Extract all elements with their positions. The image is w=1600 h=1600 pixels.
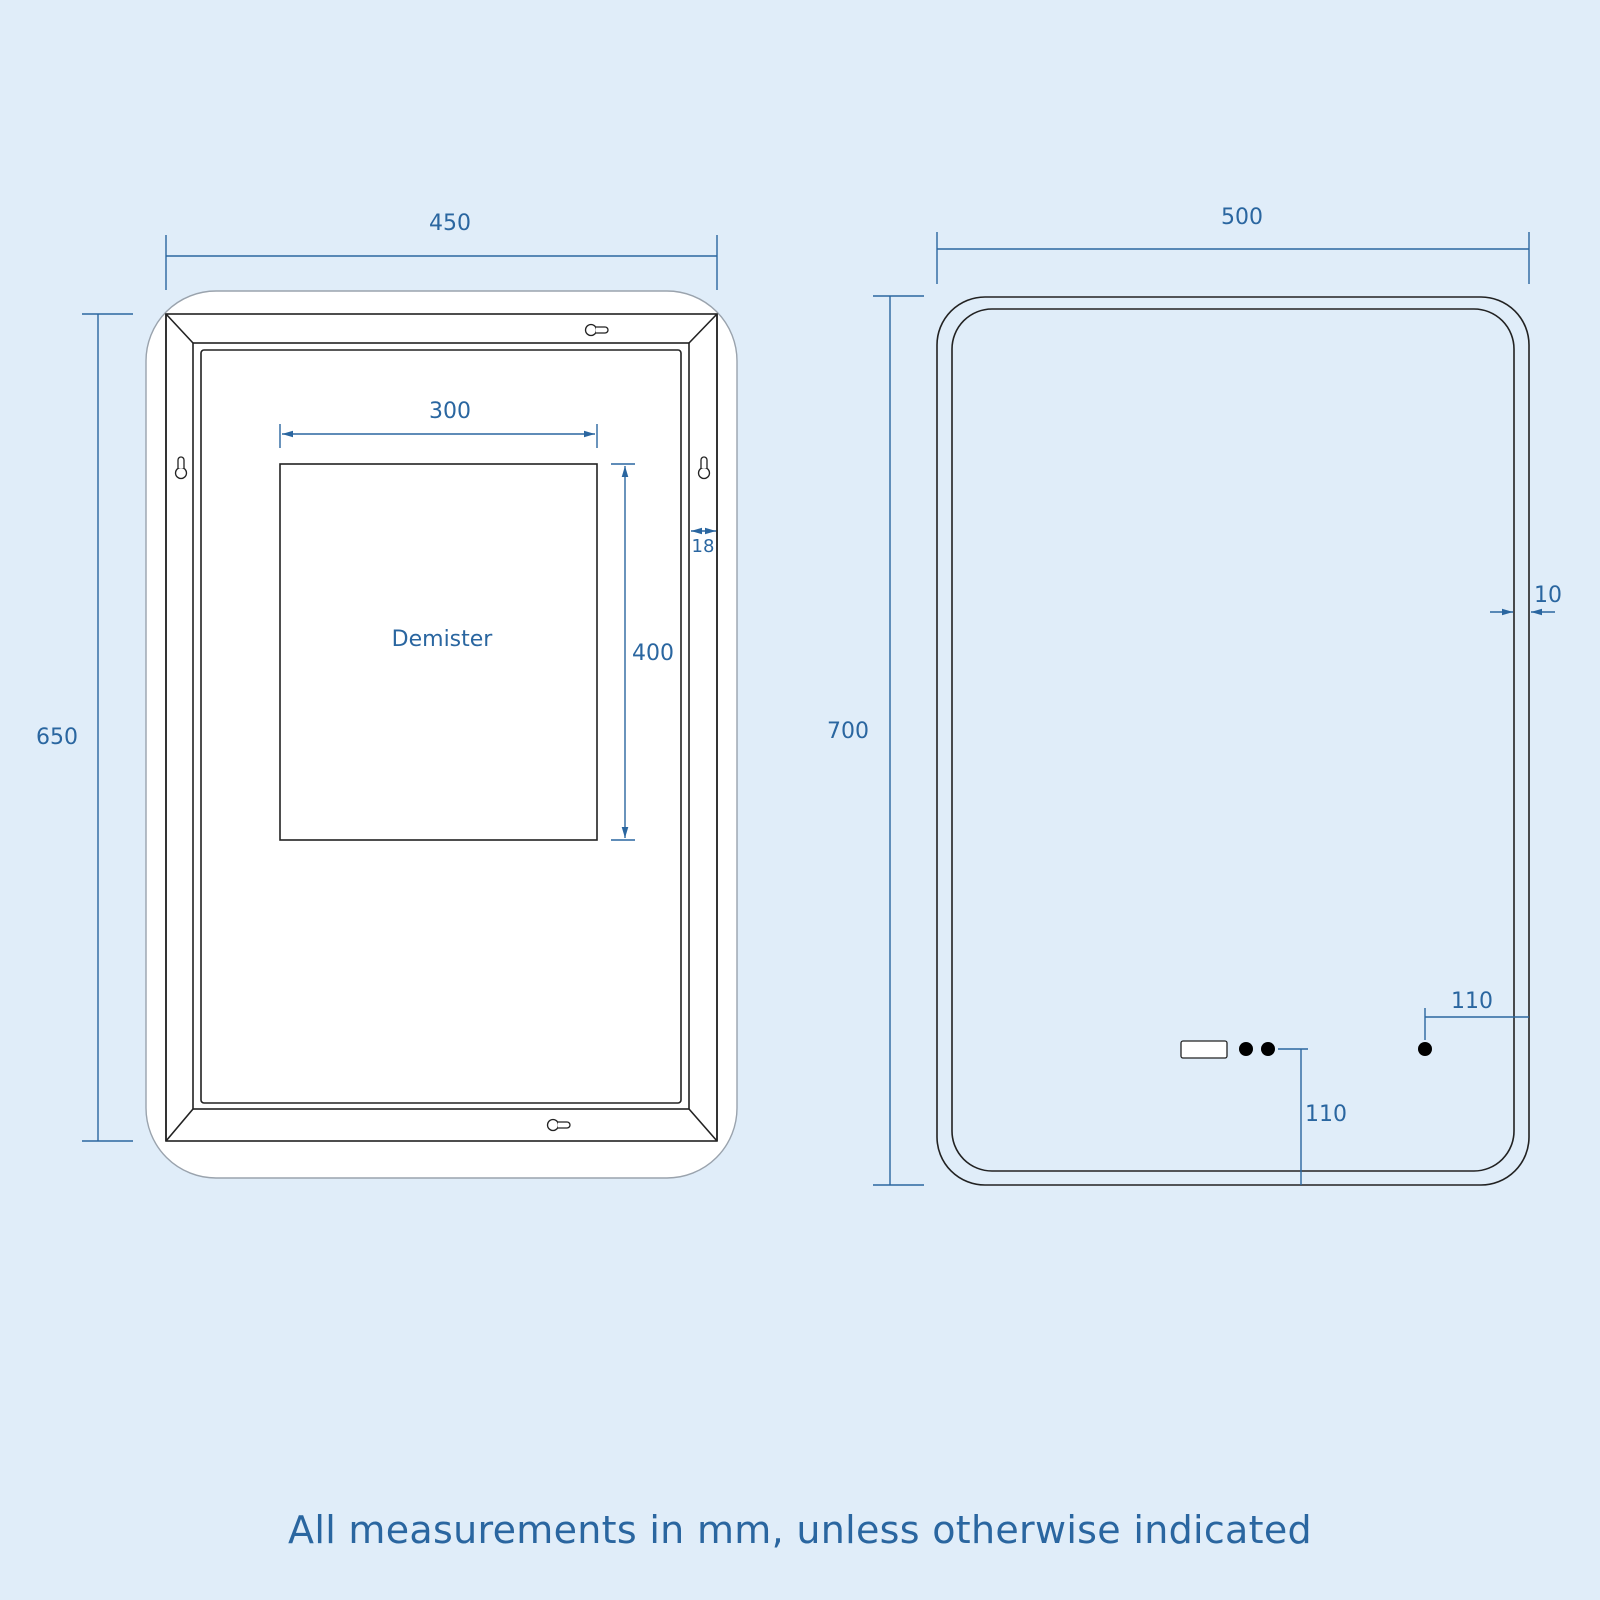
back-view: 450 650 — [36, 211, 738, 1179]
front-height-label: 700 — [827, 719, 869, 744]
front-view: 500 700 10 110 — [827, 205, 1562, 1186]
keyhole-left-icon — [174, 456, 188, 480]
front-width-dimension: 500 — [936, 205, 1530, 284]
measurement-note: All measurements in mm, unless otherwise… — [288, 1508, 1312, 1552]
mirror-light-border — [951, 308, 1515, 1172]
front-width-label: 500 — [1221, 205, 1263, 230]
demister-width-label: 300 — [429, 399, 471, 424]
frame-depth-label: 18 — [692, 536, 715, 557]
keyhole-bottom-icon — [546, 1118, 571, 1132]
demister-height-label: 400 — [632, 641, 674, 666]
back-width-label: 450 — [429, 211, 471, 236]
keyhole-top-icon — [584, 323, 609, 337]
border-label: 10 — [1534, 583, 1562, 608]
demister-width-dimension: 300 — [279, 399, 598, 448]
sensor-offset-right-label: 110 — [1451, 989, 1493, 1014]
back-panel-outline — [145, 290, 738, 1179]
sensor-offset-right-dimension: 110 — [1424, 989, 1529, 1040]
back-height-dimension: 650 — [36, 313, 133, 1142]
demister-label: Demister — [392, 627, 494, 652]
touch-button-2-icon[interactable] — [1261, 1042, 1275, 1056]
back-height-label: 650 — [36, 725, 78, 750]
back-width-dimension: 450 — [165, 211, 718, 290]
demister-height-dimension: 400 — [611, 463, 674, 841]
mirror-outer-edge — [936, 296, 1530, 1186]
border-dimension: 10 — [1490, 583, 1562, 616]
sensor-offset-bottom-dimension: 110 — [1278, 1048, 1347, 1185]
demister-pad: Demister — [279, 463, 598, 841]
front-height-dimension: 700 — [827, 295, 924, 1186]
back-frame — [165, 313, 718, 1142]
keyhole-right-icon — [697, 456, 711, 480]
frame-depth-dimension: 18 — [691, 527, 716, 557]
display-panel-icon — [1180, 1040, 1228, 1059]
touch-button-1-icon[interactable] — [1239, 1042, 1253, 1056]
sensor-offset-bottom-label: 110 — [1305, 1102, 1347, 1127]
sensor-button-icon[interactable] — [1418, 1042, 1432, 1056]
